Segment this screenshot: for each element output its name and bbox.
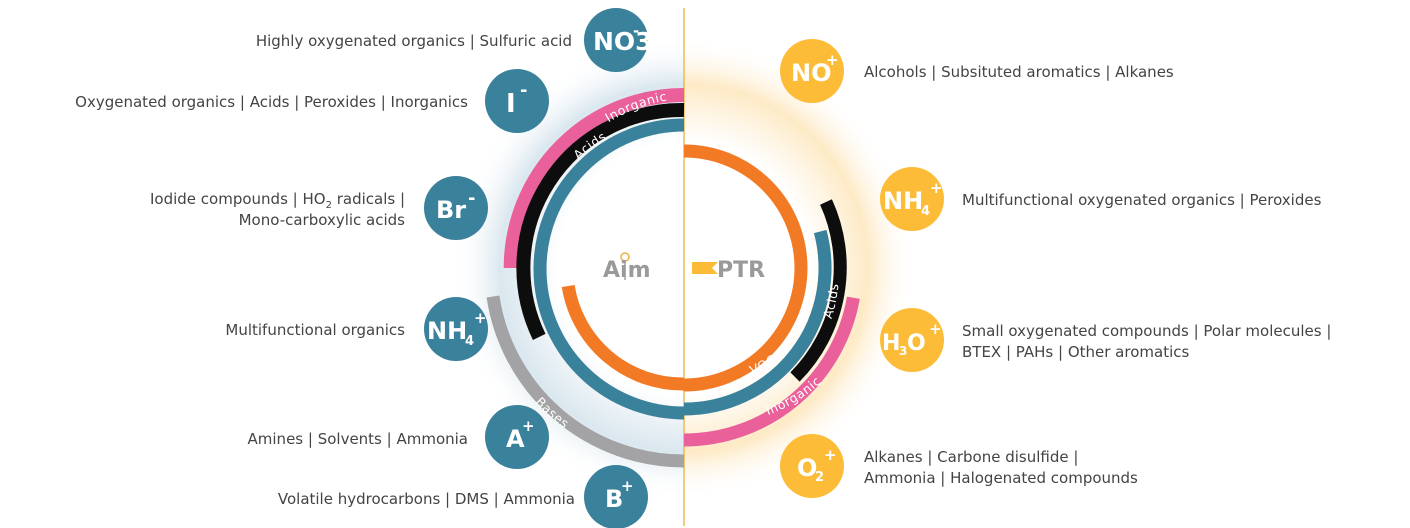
- svg-text:Br: Br: [436, 196, 466, 224]
- right-inorganic-arc: [683, 296, 860, 447]
- left-ovoc-arc: [533, 118, 685, 420]
- svg-text:+: +: [930, 179, 943, 197]
- svg-text:4: 4: [921, 204, 930, 219]
- aim-logo-text: Aim: [603, 258, 651, 283]
- svg-text:+: +: [621, 477, 634, 495]
- svg-text:O: O: [907, 331, 926, 356]
- left-acids-arc: [516, 102, 685, 340]
- ion-o2-description-line2: Ammonia | Halogenated compounds: [864, 469, 1138, 487]
- svg-text:A: A: [506, 425, 525, 453]
- ion-no-description: Alcohols | Subsituted aromatics | Alkane…: [864, 63, 1174, 81]
- ion-a-description: Amines | Solvents | Ammonia: [248, 430, 468, 448]
- ion-h3o-description-line1: Small oxygenated compounds | Polar molec…: [962, 322, 1331, 340]
- left-inorganic-arc: [503, 87, 685, 269]
- svg-text:+: +: [824, 446, 837, 464]
- ion-i-minus: I -: [485, 69, 549, 133]
- svg-text:B: B: [605, 485, 623, 513]
- ptr-logo: PTR: [692, 258, 765, 283]
- svg-text:+: +: [474, 309, 487, 327]
- aim-logo: Aim: [603, 252, 651, 283]
- left-voc-arc: [561, 284, 685, 391]
- ion-no3-minus: NO3 -: [584, 8, 653, 72]
- svg-text:+: +: [826, 51, 839, 69]
- svg-text:-: -: [468, 188, 475, 209]
- ion-a-plus: A +: [485, 405, 549, 469]
- svg-text:H: H: [882, 331, 900, 356]
- svg-text:4: 4: [465, 334, 474, 349]
- svg-text:NO3: NO3: [593, 27, 653, 56]
- svg-text:3: 3: [899, 344, 907, 358]
- right-ovoc-arc: [683, 229, 832, 416]
- left-bases-arc: [486, 295, 685, 468]
- svg-text:NH: NH: [427, 317, 467, 345]
- ion-h3o-description-line2: BTEX | PAHs | Other aromatics: [962, 343, 1189, 361]
- ion-nh4-plus-left: NH 4 +: [424, 297, 488, 361]
- ion-i-description: Oxygenated organics | Acids | Peroxides …: [75, 93, 468, 111]
- svg-text:+: +: [522, 417, 535, 435]
- ion-nh4-right-description: Multifunctional oxygenated organics | Pe…: [962, 191, 1322, 209]
- svg-text:+: +: [929, 320, 942, 338]
- ion-o2-description-line1: Alkanes | Carbone disulfide |: [864, 448, 1078, 466]
- ion-nh4-left-description: Multifunctional organics: [225, 321, 405, 339]
- svg-text:-: -: [520, 80, 527, 101]
- ion-o2-plus: O 2 +: [780, 434, 844, 498]
- ptr-logo-mark-icon: [692, 262, 718, 274]
- svg-text:O: O: [797, 454, 817, 482]
- ion-br-description-line2: Mono-carboxylic acids: [239, 211, 406, 229]
- ion-nh4-plus-right: NH 4 +: [880, 167, 944, 231]
- ion-no3-description: Highly oxygenated organics | Sulfuric ac…: [256, 32, 572, 50]
- blue-halo: [454, 38, 684, 498]
- right-voc-arc: [683, 144, 808, 392]
- ion-b-plus: B +: [584, 465, 648, 528]
- aim-logo-mark-icon: [620, 252, 630, 262]
- ion-h3o-plus: H 3 O +: [880, 308, 944, 372]
- svg-text:NO: NO: [791, 59, 832, 87]
- ptr-logo-text: PTR: [717, 258, 765, 283]
- ion-b-description: Volatile hydrocarbons | DMS | Ammonia: [278, 490, 575, 508]
- svg-text:NH: NH: [883, 187, 923, 215]
- right-acids-arc: [790, 199, 847, 382]
- ion-br-minus: Br -: [424, 176, 488, 240]
- svg-text:-: -: [633, 22, 639, 40]
- svg-text:2: 2: [815, 470, 824, 485]
- svg-text:I: I: [506, 89, 516, 119]
- ion-br-description-line1: Iodide compounds | HO2 radicals |: [150, 190, 405, 211]
- ion-no-plus: NO +: [780, 39, 844, 103]
